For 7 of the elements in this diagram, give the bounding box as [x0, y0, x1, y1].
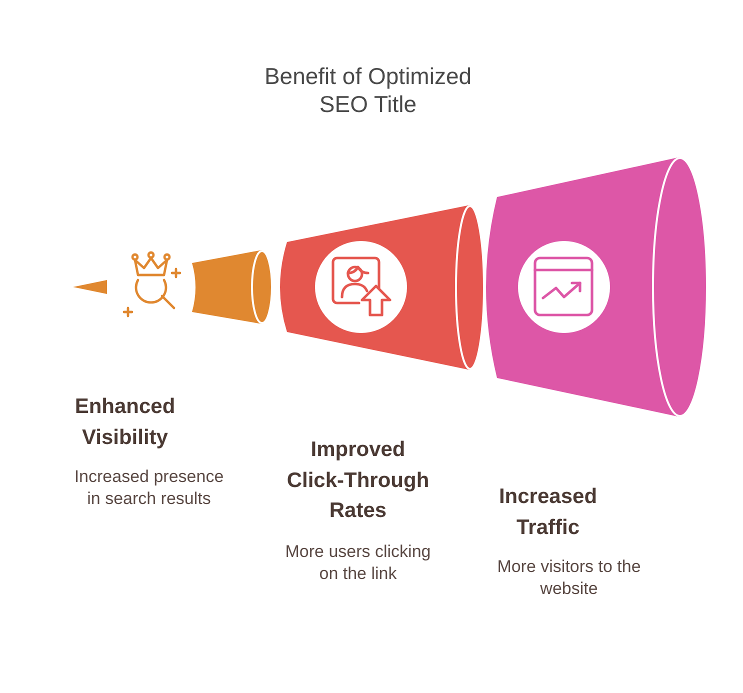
stage-heading: Increased Traffic: [498, 484, 598, 540]
stage-description: More visitors to the website: [496, 556, 642, 600]
stage-description: More users clicking on the link: [284, 541, 432, 585]
stage-heading: Enhanced Visibility: [74, 394, 176, 450]
stage-heading: Improved Click-Through Rates: [286, 437, 430, 524]
diagram-title: Benefit of Optimized SEO Title: [263, 62, 473, 118]
stage-description: Increased presence in search results: [73, 466, 225, 510]
